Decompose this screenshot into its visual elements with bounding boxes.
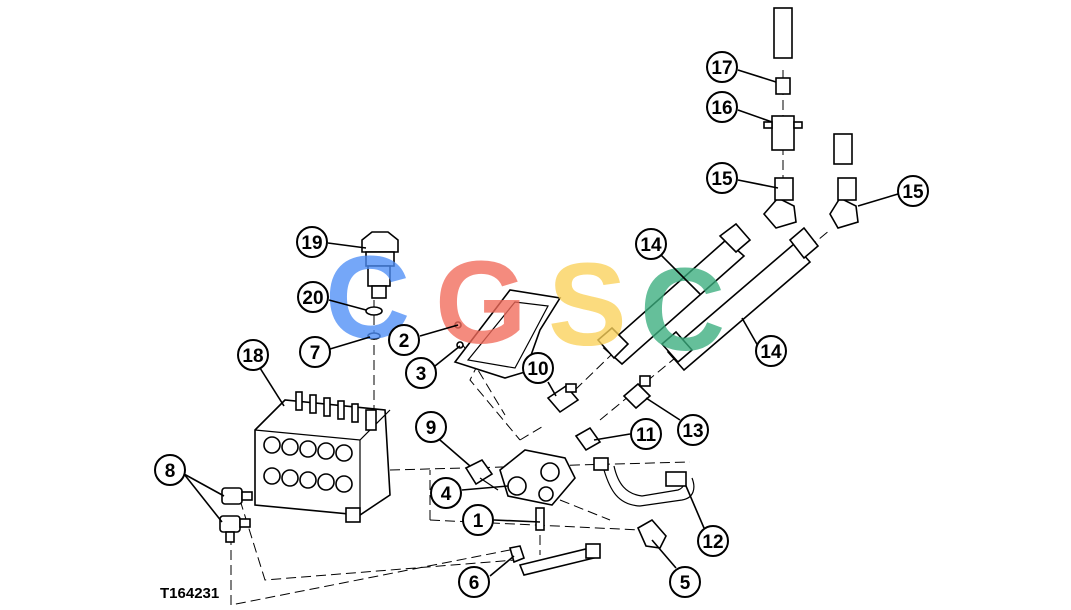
svg-text:9: 9 bbox=[426, 418, 437, 439]
svg-text:15: 15 bbox=[902, 182, 924, 203]
svg-text:18: 18 bbox=[242, 346, 263, 367]
callout-16: 16 bbox=[706, 91, 773, 123]
top-fitting bbox=[361, 231, 399, 340]
small-fittings bbox=[464, 375, 652, 491]
manifold-block bbox=[499, 449, 576, 531]
curved-hose bbox=[603, 465, 695, 507]
svg-text:14: 14 bbox=[640, 235, 662, 256]
svg-text:6: 6 bbox=[469, 573, 480, 594]
figure-reference-id: T164231 bbox=[160, 585, 219, 602]
callout-7: 7 bbox=[299, 336, 371, 368]
callout-18: 18 bbox=[237, 339, 285, 407]
svg-text:1: 1 bbox=[473, 511, 484, 532]
callout-12: 12 bbox=[685, 485, 729, 557]
lower-tube bbox=[508, 543, 601, 576]
long-hose-right bbox=[660, 226, 820, 372]
callout-15-right: 15 bbox=[857, 175, 929, 207]
callout-15-left: 15 bbox=[706, 162, 779, 194]
callout-20: 20 bbox=[297, 281, 367, 313]
svg-text:11: 11 bbox=[636, 425, 657, 446]
callout-13: 13 bbox=[645, 397, 709, 446]
control-valve-block bbox=[254, 391, 391, 523]
watermark-letter-c2: C bbox=[640, 244, 725, 376]
svg-text:13: 13 bbox=[682, 421, 703, 442]
elbow-fittings bbox=[219, 487, 253, 543]
svg-text:19: 19 bbox=[301, 233, 322, 254]
svg-text:10: 10 bbox=[527, 359, 548, 380]
valve-spools bbox=[263, 436, 353, 493]
svg-text:17: 17 bbox=[711, 58, 732, 79]
callout-6: 6 bbox=[458, 555, 515, 598]
callout-11: 11 bbox=[593, 418, 662, 450]
callout-8: 8 bbox=[154, 454, 225, 523]
svg-text:16: 16 bbox=[711, 98, 732, 119]
svg-text:14: 14 bbox=[760, 342, 782, 363]
callout-4: 4 bbox=[430, 477, 509, 509]
upper-right-fittings bbox=[762, 7, 859, 229]
callout-5: 5 bbox=[651, 539, 701, 598]
svg-text:8: 8 bbox=[165, 461, 176, 482]
callout-19: 19 bbox=[296, 226, 367, 258]
gasket-plate bbox=[453, 289, 562, 379]
callout-9: 9 bbox=[415, 411, 471, 467]
svg-text:20: 20 bbox=[302, 288, 323, 309]
long-hose-left bbox=[596, 222, 752, 366]
svg-text:3: 3 bbox=[416, 364, 427, 385]
svg-text:7: 7 bbox=[310, 343, 321, 364]
callout-14-upper: 14 bbox=[635, 228, 701, 295]
callout-17: 17 bbox=[706, 51, 777, 83]
callout-10: 10 bbox=[522, 352, 557, 397]
svg-text:4: 4 bbox=[441, 484, 452, 505]
elbow-five bbox=[636, 518, 667, 549]
callout-3: 3 bbox=[405, 345, 461, 389]
svg-text:12: 12 bbox=[702, 532, 723, 553]
svg-text:2: 2 bbox=[399, 331, 410, 352]
svg-text:5: 5 bbox=[680, 573, 691, 594]
callout-14-lower: 14 bbox=[741, 317, 787, 367]
svg-text:15: 15 bbox=[711, 169, 733, 190]
callout-1: 1 bbox=[462, 504, 541, 536]
watermark-letter-s: S bbox=[548, 239, 627, 371]
cgsc-watermark: C G S C bbox=[325, 232, 725, 376]
valve-levers bbox=[295, 391, 377, 431]
callout-2: 2 bbox=[388, 324, 459, 356]
watermark-letter-g: G bbox=[435, 237, 527, 369]
